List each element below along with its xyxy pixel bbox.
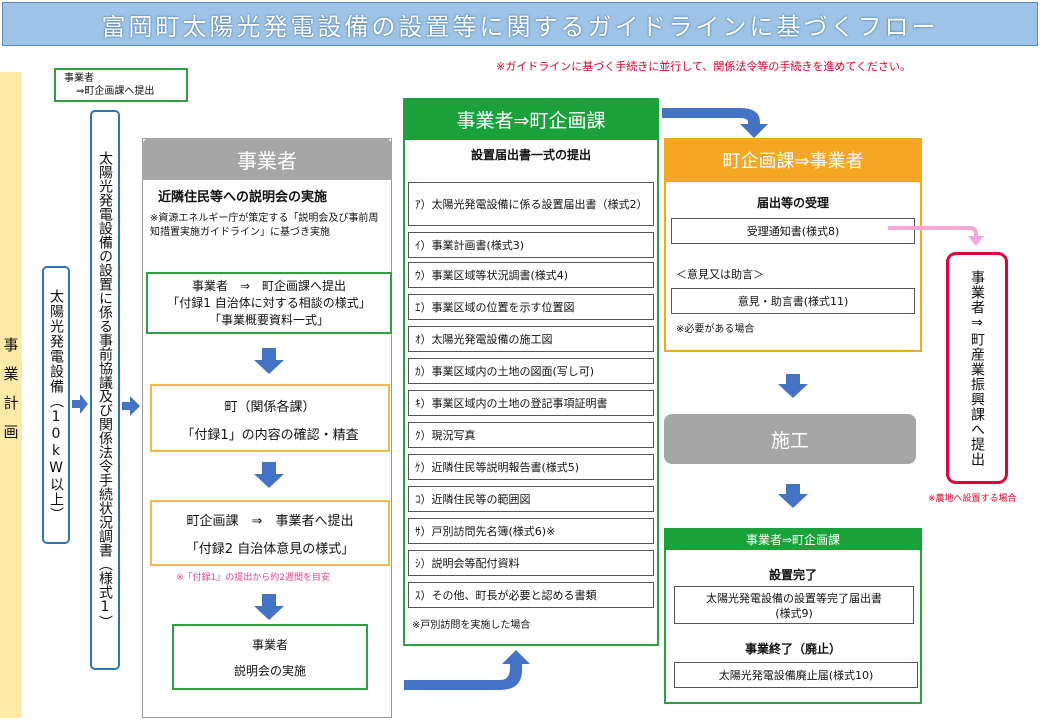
complete-title: 設置完了 [768,568,817,582]
submission-title: 設置届出書一式の提出 [470,148,591,162]
submission-item: ｵ）太陽光発電設備の施工図 [408,326,654,352]
industry-note: ※農地へ設置する場合 [928,494,1017,504]
step3-line2: 「付録2 自治体意見の様式」 [185,542,355,557]
top-note: ※ガイドラインに基づく手続きに並行して、関係法令等の手続きを進めてください。 [496,60,912,73]
submission-item: ｱ）太陽光発電設備に係る設置届出書（様式2） [408,182,654,226]
step2-line1: 町（関係各課） [224,400,316,415]
notice-doc: 受理通知書(様式8) [671,218,915,244]
target-box: 太陽光発電設備（10kW以上） [42,266,70,544]
right-arrow-2 [122,396,140,416]
pink-arrow-head [968,236,984,246]
consult-box-label: 太陽光発電設備の設置に係る事前協議及び関係法令手続状況調書（様式1） [97,151,113,629]
end-doc: 太陽光発電設備廃止届(様式10) [674,662,918,688]
step4-line2: 説明会の実施 [233,664,306,678]
submission-header: 事業者⇒町企画課 [403,98,659,140]
submission-item: ｲ）事業計画書(様式3) [408,232,654,258]
complete-doc-line2: (様式9) [775,607,813,620]
step3-line1: 町企画課 ⇒ 事業者へ提出 [186,514,354,529]
submission-item: ｹ）近隣住民等説明報告書(様式5) [408,454,654,480]
jigyousha-header: 事業者 [142,138,392,180]
complete-doc: 太陽光発電設備の設置等完了届出書 (様式9) [674,586,914,624]
submission-item: ｻ）戸別訪問先名簿(様式6)※ [408,518,654,544]
industry-box: 事業者⇒町産業振興課へ提出 [946,252,1008,484]
opinion-doc: 意見・助言書(様式11) [671,288,915,314]
left-column-label: 事業計画 [1,337,20,453]
down-arrow-3 [254,594,284,620]
submission-item: ｼ）説明会等配付資料 [408,550,654,576]
step3-note: ※「付録1」の提出から約2週間を目安 [176,573,330,583]
target-box-label: 太陽光発電設備（10kW以上） [48,288,64,522]
submission-note: ※戸別訪問を実施した場合 [412,620,531,631]
legend-line1: 事業者 [64,73,94,84]
step1-box: 事業者 ⇒ 町企画課へ提出 「付録1 自治体に対する相談の様式」 「事業概要資料… [146,272,392,334]
end-title: 事業終了（廃止） [744,642,841,656]
down-arrow-1 [254,348,284,374]
meeting-note: ※資源エネルギー庁が策定する「説明会及び事前周知措置実施ガイドライン」に基づき実… [150,213,379,238]
step4-box: 事業者 説明会の実施 [172,624,368,690]
complete-doc-line1: 太陽光発電設備の設置等完了届出書 [706,592,882,605]
submission-item: ｴ）事業区域の位置を示す位置図 [408,294,654,320]
submission-item: ｺ）近隣住民等の範囲図 [408,486,654,512]
legend-line2: ⇒町企画課へ提出 [76,86,155,97]
construction-box: 施工 [664,414,916,464]
submission-item: ｶ）事業区域内の土地の図面(写し可) [408,358,654,384]
down-arrow-5 [778,484,808,508]
step2-line2: 「付録1」の内容の確認・精査 [181,428,359,443]
reception-header: 町企画課⇒事業者 [664,138,922,182]
left-column: 事業計画 [0,72,22,718]
page-title: 富岡町太陽光発電設備の設置等に関するガイドラインに基づくフロー [2,2,1038,46]
step1-line3: 「事業概要資料一式」 [208,313,329,327]
step2-box: 町（関係各課） 「付録1」の内容の確認・精査 [150,384,390,452]
step1-line2: 「付録1 自治体に対する相談の様式」 [167,296,371,310]
industry-box-label: 事業者⇒町産業振興課へ提出 [969,269,985,467]
right-arrow-1 [72,394,88,414]
bent-arrow-top [662,108,768,138]
meeting-title: 近隣住民等への説明会の実施 [158,190,328,205]
bent-arrow-bottom [404,650,530,690]
submission-item: ｳ）事業区域等状況調書(様式4) [408,262,654,288]
submission-item: ｸ）現況写真 [408,422,654,448]
legend-box: 事業者 ⇒町企画課へ提出 [54,68,188,102]
submission-item: ｷ）事業区域内の土地の登記事項証明書 [408,390,654,416]
opinion-heading: ＜意見又は助言＞ [676,268,764,281]
reception-title: 届出等の受理 [756,196,829,210]
step4-line1: 事業者 [251,638,288,652]
reception-note: ※必要がある場合 [676,324,755,335]
step3-box: 町企画課 ⇒ 事業者へ提出 「付録2 自治体意見の様式」 [150,500,390,566]
completion-header: 事業者⇒町企画課 [664,528,922,550]
step1-line1: 事業者 ⇒ 町企画課へ提出 [191,279,347,293]
down-arrow-4 [778,374,808,398]
consult-box: 太陽光発電設備の設置に係る事前協議及び関係法令手続状況調書（様式1） [90,110,120,670]
submission-item: ｽ）その他、町長が必要と認める書類 [408,582,654,608]
pink-arrow [888,226,978,238]
down-arrow-2 [254,462,284,488]
